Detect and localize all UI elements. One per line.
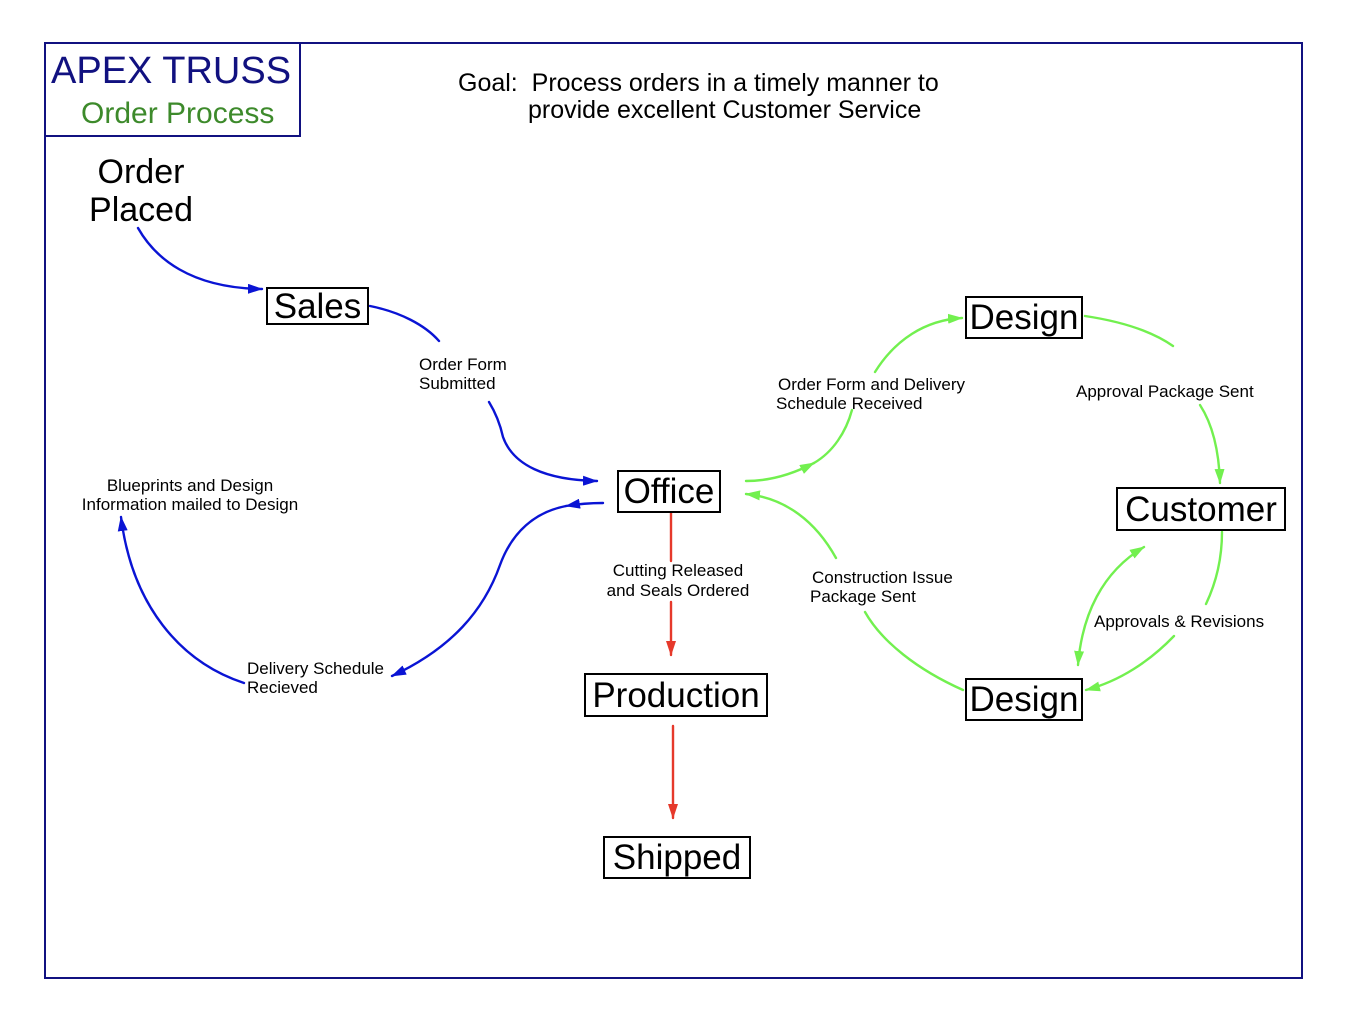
edge-label-line: Submitted: [419, 374, 496, 393]
edge-label-line: Blueprints and Design: [106, 476, 274, 495]
node-office: Office: [617, 470, 721, 513]
goal-line-1: Goal: Process orders in a timely manner …: [458, 69, 939, 97]
edge-label-line: Delivery Schedule: [247, 659, 385, 678]
node-customer: Customer: [1116, 487, 1286, 531]
edge-approval-label-to-customer: [1198, 403, 1225, 485]
edge-label-line: Information mailed to Design: [81, 495, 299, 514]
edge-order-form-label-to-office: [487, 400, 599, 486]
edge-label-order-form-submitted: Order Form Submitted: [419, 355, 507, 393]
edge-office-outgoing-blue: [564, 498, 605, 509]
start-node-line-1: Order: [97, 153, 185, 191]
node-production: Production: [584, 673, 768, 717]
goal-line-2: provide excellent Customer Service: [528, 96, 922, 124]
node-shipped: Shipped: [603, 836, 751, 879]
edge-label-line: Schedule Received: [776, 394, 923, 413]
edge-label-approval-package-sent: Approval Package Sent: [1076, 382, 1254, 401]
edge-label-line: Order Form and Delivery: [778, 375, 966, 394]
edge-delivery-schedule-to-blueprints: [117, 515, 246, 685]
title-box: [44, 42, 301, 137]
start-node-line-2: Placed: [89, 191, 193, 229]
edge-label-approvals-revisions: Approvals & Revisions: [1094, 612, 1265, 631]
edge-label-construction-issue-sent: Construction Issue Package Sent: [810, 568, 953, 606]
edge-label-delivery-schedule-received: Delivery Schedule Recieved: [247, 659, 384, 697]
edge-label-line: Recieved: [247, 678, 318, 697]
diagram-frame: [44, 42, 1303, 979]
edge-design-bottom-to-construction-label: [863, 610, 965, 692]
edge-label-line: Order Form: [419, 355, 507, 374]
edge-label-to-design-top: [873, 313, 964, 374]
edge-office-to-delivery-schedule: [390, 504, 568, 678]
edge-office-outgoing-green: [744, 461, 816, 483]
edge-label-line: Construction Issue: [812, 568, 953, 587]
edge-label-line: Package Sent: [810, 587, 916, 606]
diagram-subtitle: Order Process: [81, 97, 275, 130]
start-node-order-placed: Order Placed: [41, 153, 241, 229]
company-title: APEX TRUSS: [51, 50, 292, 92]
edge-design-top-to-approval-label: [1083, 314, 1175, 348]
edge-label-blueprints-mailed: Blueprints and Design Information mailed…: [40, 476, 340, 514]
edge-customer-design-bottom-two-way: [1074, 545, 1146, 667]
edge-construction-label-to-office: [744, 490, 838, 560]
edge-sales-to-order-form-label: [368, 304, 441, 343]
node-design-top: Design: [965, 296, 1083, 339]
edge-label-order-form-delivery-received: Order Form and Delivery Schedule Receive…: [776, 375, 966, 413]
edge-order-placed-to-sales: [136, 226, 264, 294]
edge-label-line: and Seals Ordered: [606, 581, 750, 600]
edge-customer-to-approvals-label: [1204, 530, 1224, 606]
edge-approvals-label-to-design-bottom: [1084, 634, 1176, 692]
edge-label-line: Cutting Released: [612, 561, 744, 580]
node-sales: Sales: [266, 287, 369, 325]
edge-office-to-order-form-delivery-label: [812, 408, 854, 465]
edge-label-cutting-released: Cutting Released and Seals Ordered: [578, 561, 778, 601]
node-design-bottom: Design: [965, 678, 1083, 721]
